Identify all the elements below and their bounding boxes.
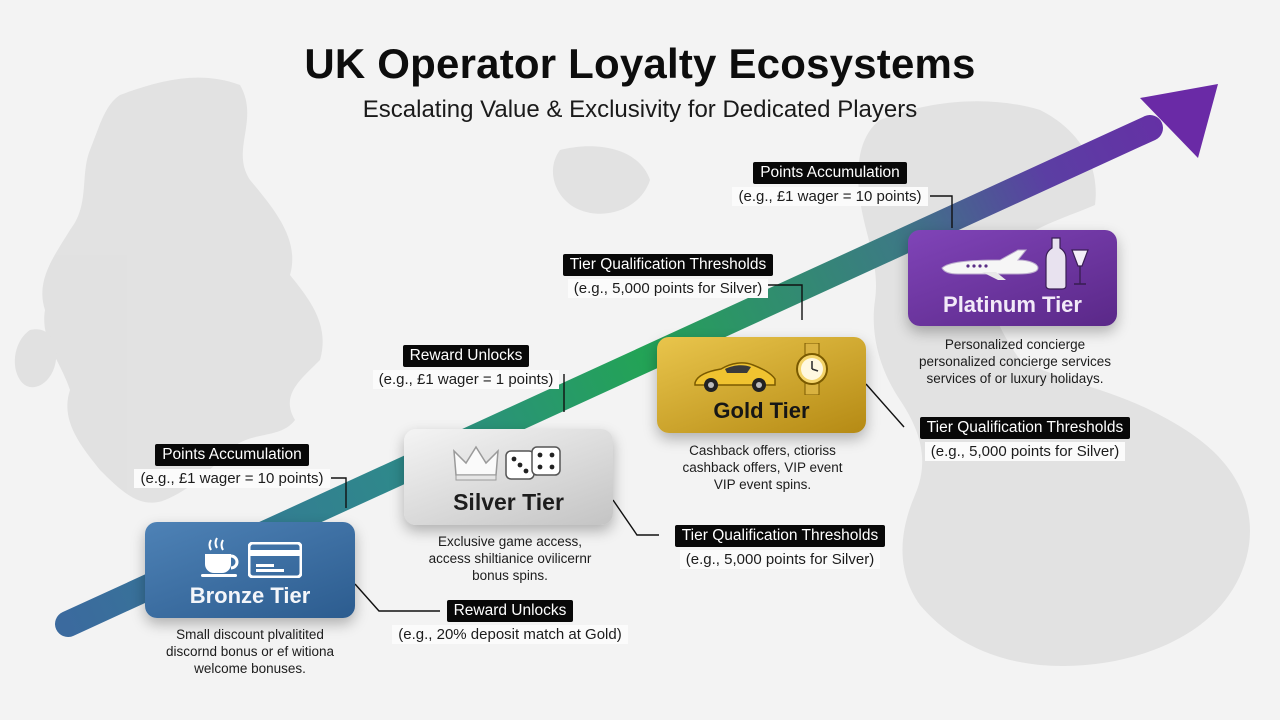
callout-tier-qualification: Tier Qualification Thresholds (e.g., 5,0…	[894, 417, 1156, 461]
gold-tier-description: Cashback offers, ctioriss cashback offer…	[682, 443, 843, 492]
tier-name: Gold Tier	[713, 398, 810, 423]
gold-tier-card: Gold Tier	[657, 337, 866, 433]
watch-icon	[796, 343, 828, 395]
coffee-cup-icon	[201, 537, 239, 577]
callout-reward-unlocks: Reward Unlocks (e.g., 20% deposit match …	[388, 600, 632, 644]
callout-reward-unlocks: Reward Unlocks (e.g., £1 wager = 1 point…	[366, 345, 566, 389]
arrow-head	[1140, 84, 1218, 158]
sports-car-icon	[694, 362, 776, 392]
credit-card-icon	[248, 542, 302, 578]
champagne-icon	[1045, 237, 1089, 290]
callout-tier-qualification: Tier Qualification Thresholds (e.g., 5,0…	[650, 525, 910, 569]
tier-name: Silver Tier	[453, 489, 564, 515]
silver-tier-description: Exclusive game access, access shiltianic…	[428, 534, 592, 583]
crown-icon	[453, 445, 499, 481]
bronze-tier-description: Small discount plvalitited discornd bonu…	[165, 627, 335, 676]
tier-name: Bronze Tier	[189, 583, 311, 608]
bronze-tier-card: Bronze Tier	[145, 522, 355, 618]
private-jet-icon	[941, 249, 1039, 280]
page-title: UK Operator Loyalty Ecosystems	[304, 40, 976, 87]
silver-tier-card: Silver Tier	[404, 429, 613, 525]
callout-points-accumulation: Points Accumulation (e.g., £1 wager = 10…	[730, 162, 930, 206]
tier-name: Platinum Tier	[943, 292, 1082, 317]
callout-points-accumulation: Points Accumulation (e.g., £1 wager = 10…	[132, 444, 332, 488]
platinum-tier-description: Personalized concierge personalized conc…	[918, 337, 1112, 386]
callout-tier-qualification: Tier Qualification Thresholds (e.g., 5,0…	[536, 254, 800, 298]
platinum-tier-card: Platinum Tier	[908, 230, 1117, 326]
dice-icon	[505, 446, 561, 480]
page-subtitle: Escalating Value & Exclusivity for Dedic…	[362, 96, 918, 123]
